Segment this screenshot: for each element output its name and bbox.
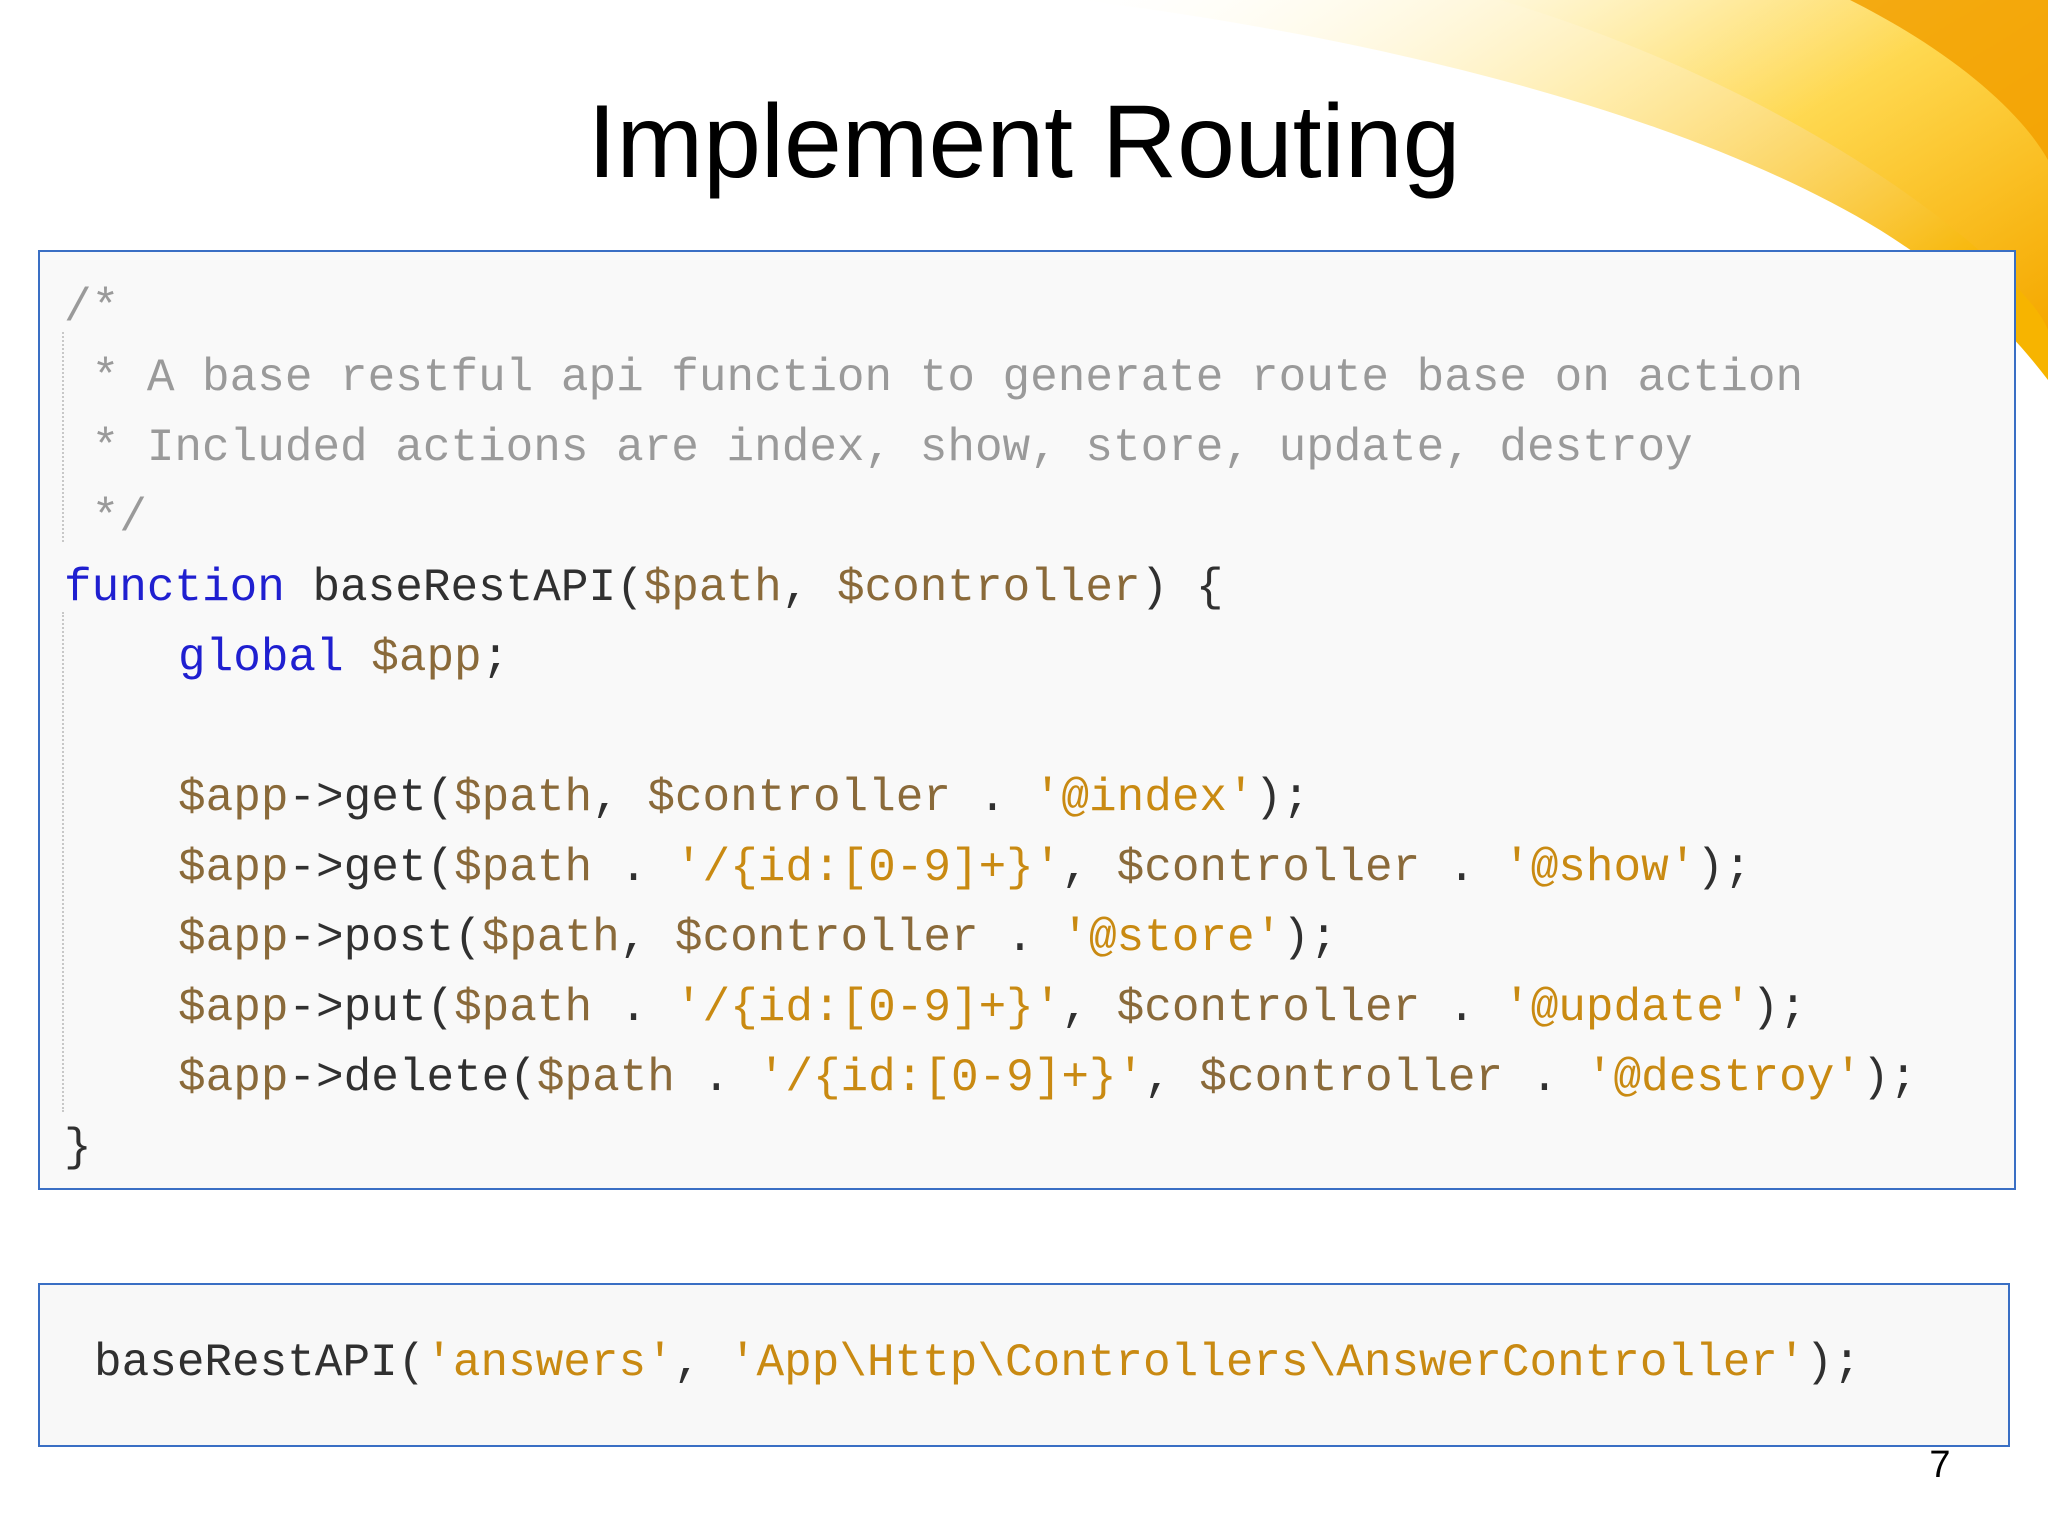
route-controller-var: $controller bbox=[647, 772, 951, 824]
route-line-update: $app->put($path . '/{id:[0-9]+}', $contr… bbox=[178, 978, 1807, 1038]
global-declaration: global $app; bbox=[178, 628, 509, 688]
route-path-concat: . bbox=[592, 842, 675, 894]
route-action-string: '@store' bbox=[1061, 912, 1283, 964]
route-concat: . bbox=[1420, 982, 1504, 1034]
route-line-show: $app->get($path . '/{id:[0-9]+}', $contr… bbox=[178, 838, 1752, 898]
comment-open: /* bbox=[64, 282, 120, 334]
function-signature: function baseRestAPI($path, $controller)… bbox=[64, 558, 1223, 618]
route-line-store: $app->post($path, $controller . '@store'… bbox=[178, 908, 1337, 968]
usage-call-line: baseRestAPI('answers', 'App\Http\Control… bbox=[94, 1333, 1861, 1393]
route-controller-var: $controller bbox=[1199, 1052, 1504, 1104]
closing-brace: } bbox=[64, 1122, 92, 1174]
route-controller-var: $controller bbox=[674, 912, 979, 964]
param-separator: , bbox=[781, 562, 837, 614]
route-end: ); bbox=[1861, 1052, 1918, 1104]
usage-end: ); bbox=[1805, 1337, 1861, 1389]
comment-indent-guide bbox=[62, 332, 64, 542]
main-code-block: /* * A base restful api function to gene… bbox=[38, 250, 2016, 1190]
usage-code-block: baseRestAPI('answers', 'App\Http\Control… bbox=[38, 1283, 2010, 1447]
route-app-var: $app bbox=[178, 982, 289, 1034]
route-path-var: $path bbox=[454, 982, 593, 1034]
route-app-var: $app bbox=[178, 772, 289, 824]
page-number: 7 bbox=[1929, 1444, 1951, 1486]
route-end: ); bbox=[1696, 842, 1752, 894]
route-action-string: '@index' bbox=[1033, 772, 1255, 824]
route-id-pattern: '/{id:[0-9]+}' bbox=[674, 842, 1062, 894]
route-concat: . bbox=[1420, 842, 1504, 894]
route-id-pattern: '/{id:[0-9]+}' bbox=[757, 1052, 1145, 1104]
route-method: ->put( bbox=[288, 982, 455, 1034]
slide-title: Implement Routing bbox=[587, 84, 1461, 200]
route-action-string: '@destroy' bbox=[1585, 1052, 1862, 1104]
global-keyword: global bbox=[178, 632, 344, 684]
path-param: $path bbox=[643, 562, 782, 614]
function-indent-guide bbox=[62, 612, 64, 1112]
route-method: ->get( bbox=[288, 772, 455, 824]
function-name: baseRestAPI( bbox=[284, 562, 644, 614]
signature-end: ) { bbox=[1140, 562, 1224, 614]
usage-function-call: baseRestAPI( bbox=[94, 1337, 426, 1389]
route-method: ->post( bbox=[288, 912, 482, 964]
usage-path-arg: 'answers' bbox=[425, 1337, 674, 1389]
controller-param: $controller bbox=[836, 562, 1141, 614]
route-app-var: $app bbox=[178, 842, 289, 894]
route-action-string: '@show' bbox=[1503, 842, 1697, 894]
route-concat: . bbox=[1503, 1052, 1586, 1104]
comment-close: */ bbox=[64, 492, 147, 544]
route-app-var: $app bbox=[178, 1052, 289, 1104]
route-separator: , bbox=[1144, 1052, 1200, 1104]
comment-line-1: * A base restful api function to generat… bbox=[64, 352, 1804, 404]
route-concat: . bbox=[950, 772, 1034, 824]
route-path-concat: . bbox=[674, 1052, 758, 1104]
route-method: ->delete( bbox=[288, 1052, 537, 1104]
app-var: $app bbox=[343, 632, 482, 684]
route-app-var: $app bbox=[178, 912, 289, 964]
function-keyword: function bbox=[64, 562, 285, 614]
comment-line-2: * Included actions are index, show, stor… bbox=[64, 422, 1693, 474]
route-concat: . bbox=[978, 912, 1062, 964]
route-method: ->get( bbox=[288, 842, 455, 894]
route-action-string: '@update' bbox=[1503, 982, 1752, 1034]
route-end: ); bbox=[1282, 912, 1338, 964]
route-line-destroy: $app->delete($path . '/{id:[0-9]+}', $co… bbox=[178, 1048, 1917, 1108]
route-end: ); bbox=[1751, 982, 1807, 1034]
route-end: ); bbox=[1254, 772, 1310, 824]
route-id-pattern: '/{id:[0-9]+}' bbox=[674, 982, 1062, 1034]
route-separator: , bbox=[1061, 982, 1117, 1034]
route-separator: , bbox=[619, 912, 675, 964]
route-line-index: $app->get($path, $controller . '@index')… bbox=[178, 768, 1310, 828]
route-path-concat: . bbox=[592, 982, 675, 1034]
route-path-var: $path bbox=[454, 772, 593, 824]
route-separator: , bbox=[1061, 842, 1117, 894]
route-path-var: $path bbox=[481, 912, 620, 964]
global-end: ; bbox=[481, 632, 510, 684]
usage-controller-arg: 'App\Http\Controllers\AnswerController' bbox=[728, 1337, 1806, 1389]
route-controller-var: $controller bbox=[1116, 982, 1421, 1034]
route-separator: , bbox=[592, 772, 648, 824]
route-path-var: $path bbox=[536, 1052, 675, 1104]
route-controller-var: $controller bbox=[1116, 842, 1421, 894]
usage-separator: , bbox=[673, 1337, 729, 1389]
route-path-var: $path bbox=[454, 842, 593, 894]
